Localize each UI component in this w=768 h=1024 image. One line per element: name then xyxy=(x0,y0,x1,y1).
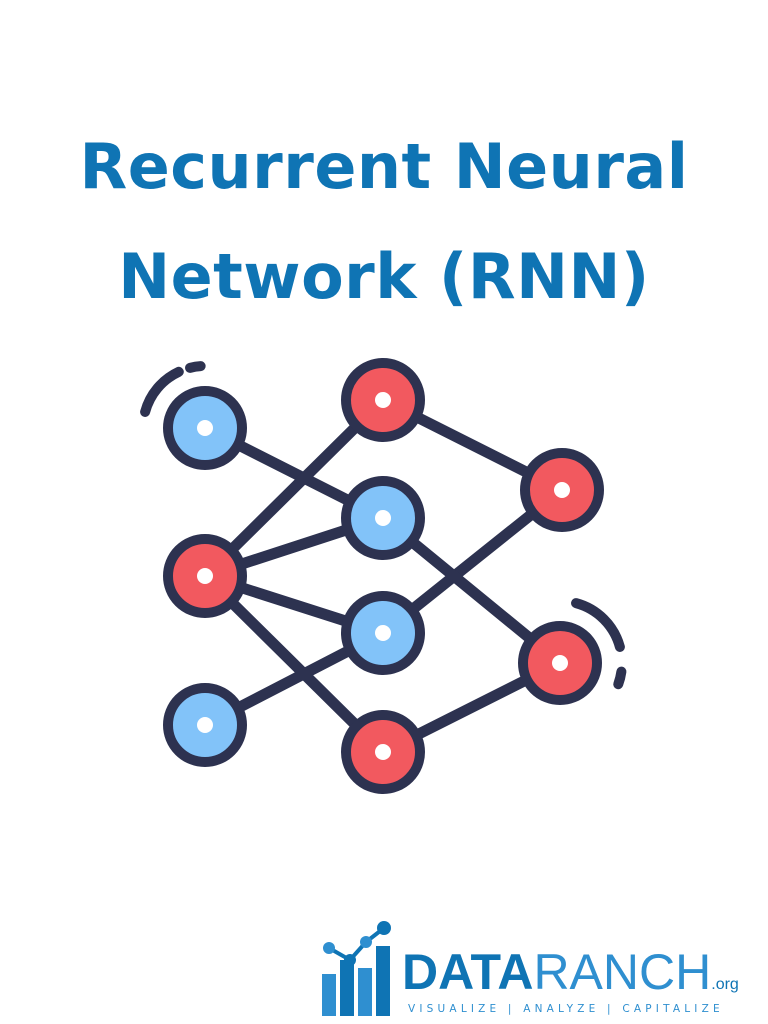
node-hid-1-center xyxy=(375,392,391,408)
brand-tagline: VISUALIZE | ANALYZE | CAPITALIZE xyxy=(408,1003,724,1015)
brand-name-bold: DATA xyxy=(402,944,534,1000)
recurrence-arc-out-2-long xyxy=(571,598,625,652)
node-out-2 xyxy=(518,621,602,705)
logo-bar-1 xyxy=(322,974,336,1016)
brand-name: DATARANCH.org xyxy=(402,946,739,1011)
node-out-1-center xyxy=(554,482,570,498)
logo-bar-2 xyxy=(340,960,354,1016)
node-in-2-center xyxy=(197,568,213,584)
logo-point-2 xyxy=(344,954,356,966)
recurrence-arc-in-1-long xyxy=(140,366,184,417)
recurrence-arc-in-1-short xyxy=(185,361,206,373)
brand-logo: DATARANCH.org VISUALIZE | ANALYZE | CAPI… xyxy=(318,918,768,1024)
brand-name-light: RANCH xyxy=(533,944,712,1000)
logo-bar-3 xyxy=(358,968,372,1016)
recurrence-arc-out-2-short xyxy=(613,666,627,690)
title-line-1: Recurrent Neural xyxy=(79,129,689,203)
node-hid-4 xyxy=(341,710,425,794)
node-out-1 xyxy=(520,448,604,532)
node-in-3 xyxy=(163,683,247,767)
bar-chart-logo-icon xyxy=(322,921,391,1016)
node-hid-2-center xyxy=(375,510,391,526)
node-in-3-center xyxy=(197,717,213,733)
logo-point-1 xyxy=(323,942,335,954)
node-in-1-center xyxy=(197,420,213,436)
node-hid-1 xyxy=(341,358,425,442)
network-nodes xyxy=(163,358,604,794)
node-hid-3 xyxy=(341,591,425,675)
node-in-2 xyxy=(163,534,247,618)
brand-suffix: .org xyxy=(711,976,739,993)
node-in-1 xyxy=(163,386,247,470)
logo-point-4 xyxy=(377,921,391,935)
node-hid-2 xyxy=(341,476,425,560)
logo-bar-4 xyxy=(376,946,390,1016)
recurrence-arcs xyxy=(140,361,627,690)
logo-trend-line xyxy=(328,926,386,963)
node-hid-4-center xyxy=(375,744,391,760)
logo-point-3 xyxy=(360,936,372,948)
node-hid-3-center xyxy=(375,625,391,641)
network-edges xyxy=(199,394,568,758)
title-line-2: Network (RNN) xyxy=(118,239,650,313)
node-out-2-center xyxy=(552,655,568,671)
page-title: Recurrent Neural Network (RNN) xyxy=(0,112,768,332)
